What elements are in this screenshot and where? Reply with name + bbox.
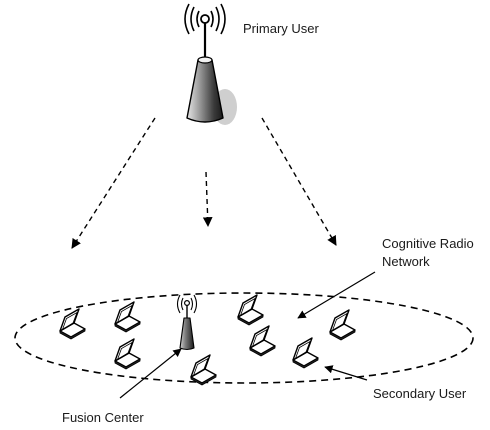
primary-user-label: Primary User bbox=[243, 21, 320, 36]
antenna-icon bbox=[179, 317, 195, 351]
crn-pointer bbox=[297, 271, 376, 319]
signal-waves-icon bbox=[184, 3, 226, 35]
secondary-pointer bbox=[324, 365, 368, 381]
laptop-icon bbox=[59, 308, 86, 340]
primary-user-tower bbox=[184, 3, 237, 125]
callout-lines bbox=[119, 271, 376, 399]
arrow-left bbox=[71, 117, 156, 249]
laptop-icon bbox=[249, 325, 276, 357]
signal-waves-icon bbox=[176, 294, 198, 314]
crn-label-line1: Cognitive Radio bbox=[382, 236, 474, 251]
arrow-right bbox=[261, 117, 337, 246]
laptop-icon bbox=[329, 309, 356, 341]
arrow-center bbox=[202, 171, 213, 227]
secondary-user-label: Secondary User bbox=[373, 386, 467, 401]
network-boundary bbox=[14, 292, 474, 384]
laptop-icon bbox=[237, 294, 264, 326]
antenna-tip bbox=[200, 14, 210, 24]
fusion-center-tower bbox=[176, 294, 198, 351]
laptop-icon bbox=[292, 337, 319, 369]
laptop-icon bbox=[114, 338, 141, 370]
crn-label-line2: Network bbox=[382, 254, 430, 269]
fusion-center-label: Fusion Center bbox=[62, 410, 144, 425]
secondary-users bbox=[59, 294, 356, 386]
cell-tower-icon bbox=[186, 59, 224, 123]
laptop-icon bbox=[114, 301, 141, 333]
fusion-pointer bbox=[119, 348, 182, 399]
laptop-icon bbox=[190, 354, 217, 386]
signal-arrows bbox=[71, 117, 337, 249]
